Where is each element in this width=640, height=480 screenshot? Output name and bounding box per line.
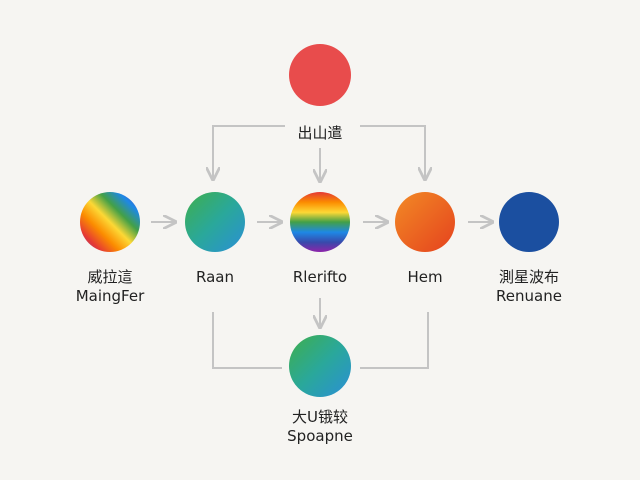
top-branch-right-connector	[360, 125, 425, 178]
node-bottom	[289, 335, 351, 397]
node-top	[289, 44, 351, 106]
node-orange	[395, 192, 455, 252]
node-orange-label: Hem	[407, 268, 442, 287]
top-branch-label-text: 出山遣	[297, 124, 343, 142]
node-center-label-latin: Rlerifto	[292, 268, 348, 286]
node-left-label: 威拉這 MaingFer	[76, 268, 145, 306]
node-blue-label-cjk: 測星波布	[498, 268, 560, 286]
bottom-right-connector	[360, 312, 429, 369]
top-branch-label: 出山遣	[297, 124, 342, 143]
node-blue	[499, 192, 559, 252]
node-green-label-latin: Raan	[196, 268, 234, 286]
node-green-label: Raan	[196, 268, 234, 287]
node-blue-label-latin: Renuane	[496, 287, 562, 305]
node-left-label-cjk: 威拉這	[87, 268, 133, 286]
node-green	[185, 192, 245, 252]
node-center	[290, 192, 350, 252]
node-left-label-latin: MaingFer	[75, 287, 145, 305]
node-center-label: Rlerifto	[293, 268, 347, 287]
node-bottom-label-cjk: 大U锇较	[292, 408, 348, 426]
node-left	[80, 192, 140, 252]
node-orange-label-latin: Hem	[407, 268, 443, 286]
node-bottom-label: 大U锇较 Spoapne	[287, 408, 353, 446]
node-bottom-label-latin: Spoapne	[287, 427, 353, 445]
node-blue-label: 測星波布 Renuane	[496, 268, 562, 306]
bottom-left-connector	[212, 312, 282, 369]
top-branch-left-connector	[213, 125, 285, 178]
